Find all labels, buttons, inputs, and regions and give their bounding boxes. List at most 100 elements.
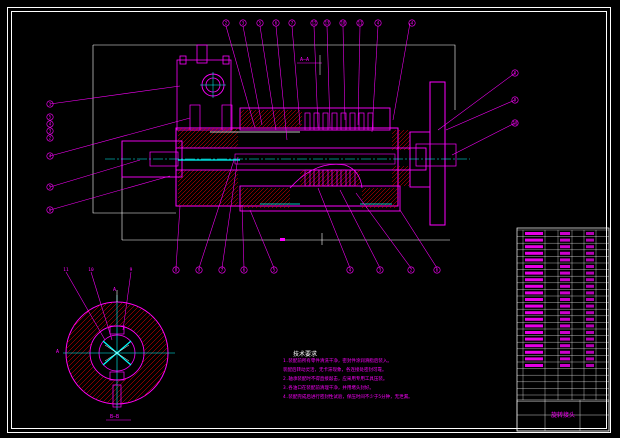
svg-text:10: 10 xyxy=(341,21,346,26)
main-section-view: A—A xyxy=(92,44,470,245)
cross-spline xyxy=(102,340,132,366)
svg-text:5: 5 xyxy=(49,185,52,190)
flange-bore xyxy=(415,143,457,167)
svg-text:4: 4 xyxy=(411,21,414,26)
hatch-region xyxy=(392,130,410,150)
svg-text:5: 5 xyxy=(49,115,52,120)
callout-balloon-left: 4 xyxy=(46,120,54,128)
svg-text:9: 9 xyxy=(514,98,517,103)
svg-text:2: 2 xyxy=(49,136,52,141)
hatch-region xyxy=(240,110,302,128)
cut-label-top: A xyxy=(113,287,116,293)
svg-text:3: 3 xyxy=(379,268,382,273)
keyway-bottom xyxy=(109,371,125,381)
housing-bolt-left xyxy=(179,55,187,65)
svg-text:2: 2 xyxy=(410,268,413,273)
technical-note-line: 1.装配前所有零件清洗干净，密封件涂润滑脂后装入。 xyxy=(283,359,392,364)
dimension-marker xyxy=(280,238,285,241)
svg-text:4: 4 xyxy=(49,154,52,159)
seal-grooves-top xyxy=(304,112,374,131)
seal-groove xyxy=(331,112,338,131)
callout-balloon-left: 4 xyxy=(46,152,54,160)
hatch-region xyxy=(240,188,290,208)
seal-groove xyxy=(304,112,311,131)
seal-groove xyxy=(358,112,365,131)
callout-balloon-top: 6 xyxy=(272,19,280,27)
housing-foot-left xyxy=(189,104,201,131)
seal-groove xyxy=(340,112,347,131)
right-flange xyxy=(429,81,446,226)
svg-text:7: 7 xyxy=(291,21,294,26)
housing-foot-right xyxy=(221,104,233,131)
callout-balloon-bottom: 6 xyxy=(433,266,441,274)
svg-text:8: 8 xyxy=(175,268,178,273)
callout-balloon-left: 2 xyxy=(46,134,54,142)
callout-balloon-left: 5 xyxy=(46,113,54,121)
dimension-frame-top xyxy=(93,44,456,110)
section-view-label: A—A xyxy=(300,57,309,63)
callout-balloon-right: 10 xyxy=(511,119,519,127)
hatch-region xyxy=(178,128,238,148)
section-hatching xyxy=(178,110,410,208)
svg-text:5: 5 xyxy=(259,21,262,26)
seal-groove xyxy=(367,112,374,131)
callout-balloon-bottom: 8 xyxy=(172,266,180,274)
svg-text:10: 10 xyxy=(513,121,518,126)
inner-drawing-frame xyxy=(11,11,607,429)
callout-balloon-bottom: 2 xyxy=(407,266,415,274)
callout-balloon-top: 10 xyxy=(339,19,347,27)
section-title: B—B xyxy=(110,414,119,420)
svg-text:9: 9 xyxy=(198,268,201,273)
hatch-region xyxy=(178,170,238,206)
technical-note-line: 2.轴承装配时不得直接敲击，应采用专用工具压装。 xyxy=(283,377,388,382)
shaft-coupling-bump xyxy=(289,163,363,189)
svg-text:12: 12 xyxy=(312,21,317,26)
callout-balloon-top: 13 xyxy=(323,19,331,27)
callout-balloon-bottom: 5 xyxy=(270,266,278,274)
cut-label-left: A xyxy=(56,349,59,355)
outer-drawing-frame xyxy=(7,7,611,433)
svg-text:11: 11 xyxy=(63,267,69,273)
svg-text:6: 6 xyxy=(275,21,278,26)
callout-balloon-right: 9 xyxy=(511,96,519,104)
callout-balloon-bottom: 9 xyxy=(195,266,203,274)
callout-balloon-top: 12 xyxy=(310,19,318,27)
callout-balloon-left: 1 xyxy=(46,100,54,108)
callout-balloon-top: 2 xyxy=(222,19,230,27)
technical-note-line: 装配后转动灵活，无卡滞现象，各连接处密封可靠。 xyxy=(283,368,387,373)
callout-balloon-top: 5 xyxy=(256,19,264,27)
svg-text:4: 4 xyxy=(49,122,52,127)
callout-balloon-bottom: 3 xyxy=(376,266,384,274)
callout-balloon-top: 11 xyxy=(356,19,364,27)
technical-note-line: 3.各油口在装配前清理干净，并用堵头封好。 xyxy=(283,386,374,391)
housing-lug xyxy=(196,44,208,64)
svg-text:5: 5 xyxy=(273,268,276,273)
callout-balloon-bottom: 7 xyxy=(218,266,226,274)
hatch-region xyxy=(392,166,410,186)
section-callout: 11 xyxy=(63,267,69,273)
seal-groove xyxy=(322,112,329,131)
callout-balloon-top: 4 xyxy=(408,19,416,27)
svg-text:7: 7 xyxy=(221,268,224,273)
technical-note-line: 4.装配完成后进行密封性试验，保压时间不少于5分钟，无泄漏。 xyxy=(283,395,413,400)
svg-text:8: 8 xyxy=(514,71,517,76)
svg-text:9: 9 xyxy=(130,267,133,273)
svg-text:11: 11 xyxy=(358,21,363,26)
seal-groove xyxy=(349,112,356,131)
callout-balloon-left: 5 xyxy=(46,183,54,191)
svg-text:1: 1 xyxy=(49,102,52,107)
callout-balloon-left: 3 xyxy=(46,127,54,135)
callout-balloon-top: 4 xyxy=(374,19,382,27)
callout-balloon-left: 6 xyxy=(46,206,54,214)
drawing-title: 旋转接头 xyxy=(551,412,576,419)
section-callout: 10 xyxy=(88,267,94,273)
svg-text:4: 4 xyxy=(377,21,380,26)
svg-text:6: 6 xyxy=(436,268,439,273)
callout-balloon-bottom: 4 xyxy=(346,266,354,274)
keyway-top xyxy=(109,325,125,335)
port-bottom xyxy=(112,384,122,408)
svg-text:13: 13 xyxy=(325,21,330,26)
